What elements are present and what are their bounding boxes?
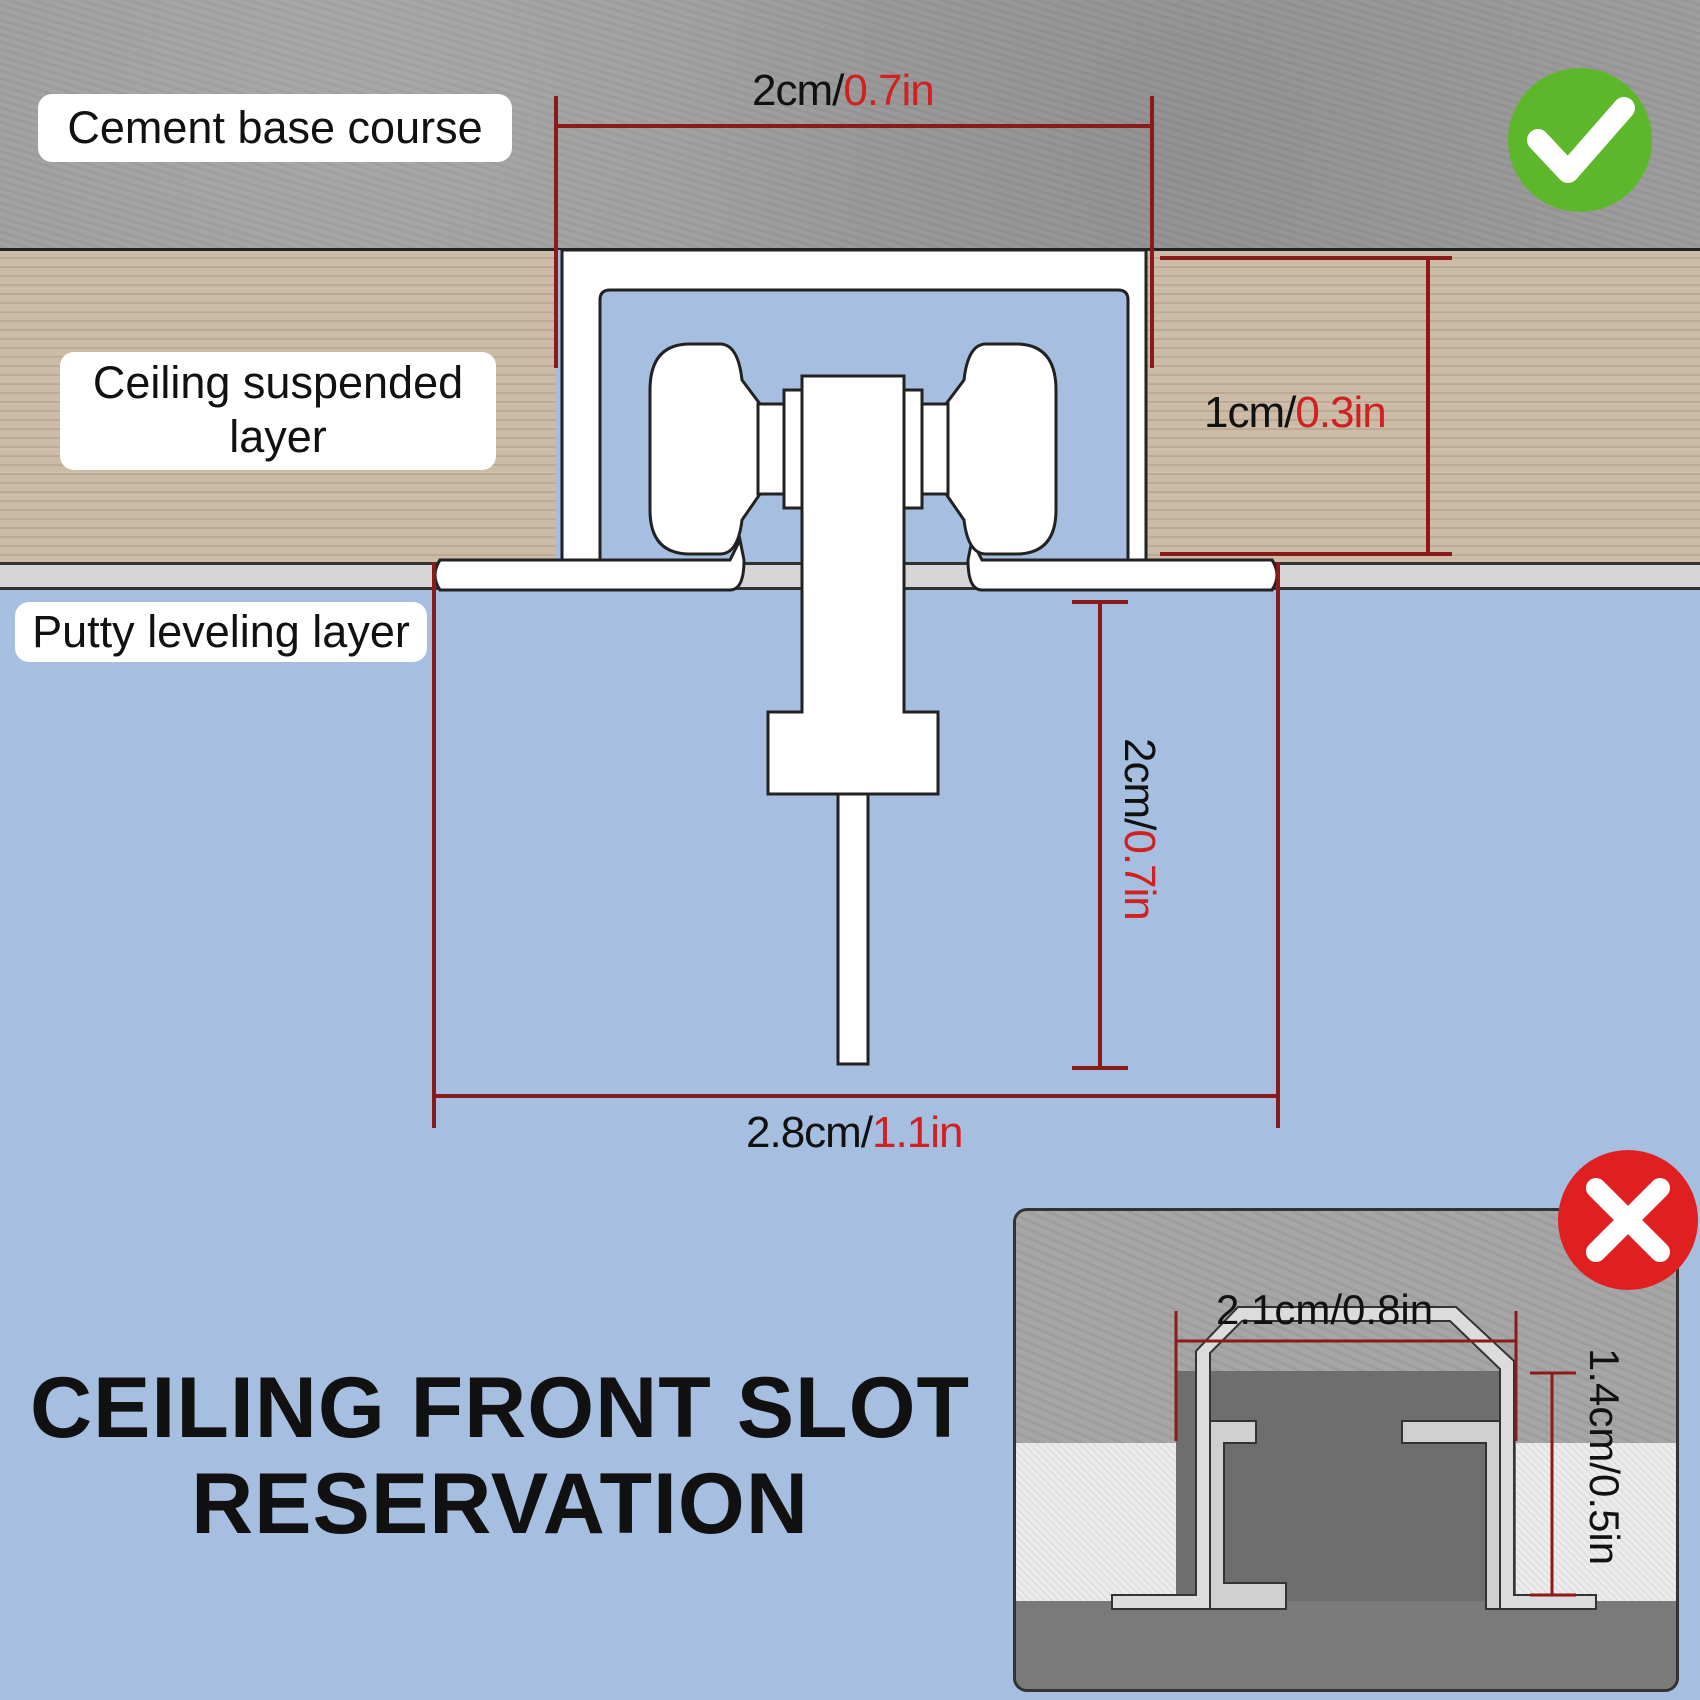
dimension-vertical: 2cm/0.7in	[1114, 738, 1164, 920]
label-ceiling-suspended: Ceiling suspended layer	[60, 352, 496, 470]
wrong-track-left-inner	[1209, 1420, 1287, 1610]
dimension-bottom: 2.8cm/1.1in	[746, 1108, 963, 1158]
right-wheel	[944, 342, 1058, 556]
wrong-badge	[1558, 1150, 1698, 1290]
title-line1: CEILING FRONT SLOT	[29, 1360, 971, 1456]
check-icon	[1527, 97, 1635, 183]
cross-icon	[1586, 1178, 1670, 1262]
dimension-vertical-imperial: 0.7in	[1115, 829, 1164, 920]
label-cement-base: Cement base course	[38, 94, 512, 162]
dimension-lines	[432, 96, 1452, 1128]
dimension-bottom-metric: 2.8cm/	[746, 1108, 873, 1157]
wrong-track-diagram	[1111, 1306, 1597, 1610]
dimension-right-metric: 1cm/	[1204, 388, 1296, 437]
hanger-pin	[836, 792, 870, 1066]
track-body	[560, 248, 1148, 562]
left-bearing	[756, 402, 786, 496]
wrong-dimension-width: 2.1cm/0.8in	[1216, 1286, 1434, 1333]
wrong-track-right-inner	[1401, 1420, 1501, 1610]
label-ceiling-line1: Ceiling suspended	[92, 357, 464, 408]
dimension-top: 2cm/0.7in	[752, 66, 935, 116]
hanger-body	[766, 374, 940, 796]
dimension-right: 1cm/0.3in	[1204, 388, 1387, 438]
dimension-top-imperial: 0.7in	[843, 66, 934, 115]
right-bearing	[920, 402, 950, 496]
wrong-dimension-height: 1.4cm/0.5in	[1581, 1348, 1628, 1566]
page-title: CEILING FRONT SLOT RESERVATION	[20, 1360, 980, 1552]
label-ceiling-line2: layer	[229, 411, 327, 462]
wrong-dimension-lines	[1174, 1311, 1576, 1597]
dimension-bottom-imperial: 1.1in	[872, 1108, 963, 1157]
right-axle	[902, 388, 924, 510]
left-axle	[782, 388, 804, 510]
title-line2: RESERVATION	[191, 1456, 809, 1552]
dimension-vertical-metric: 2cm/	[1115, 738, 1164, 830]
dimension-top-metric: 2cm/	[752, 66, 844, 115]
label-putty-leveling: Putty leveling layer	[15, 602, 427, 662]
dimension-right-imperial: 0.3in	[1295, 388, 1386, 437]
left-wheel	[648, 342, 762, 556]
wrong-gray-layer	[1016, 1601, 1676, 1689]
track-right-lip	[966, 535, 1279, 592]
wrong-slot-cut	[1176, 1371, 1516, 1601]
